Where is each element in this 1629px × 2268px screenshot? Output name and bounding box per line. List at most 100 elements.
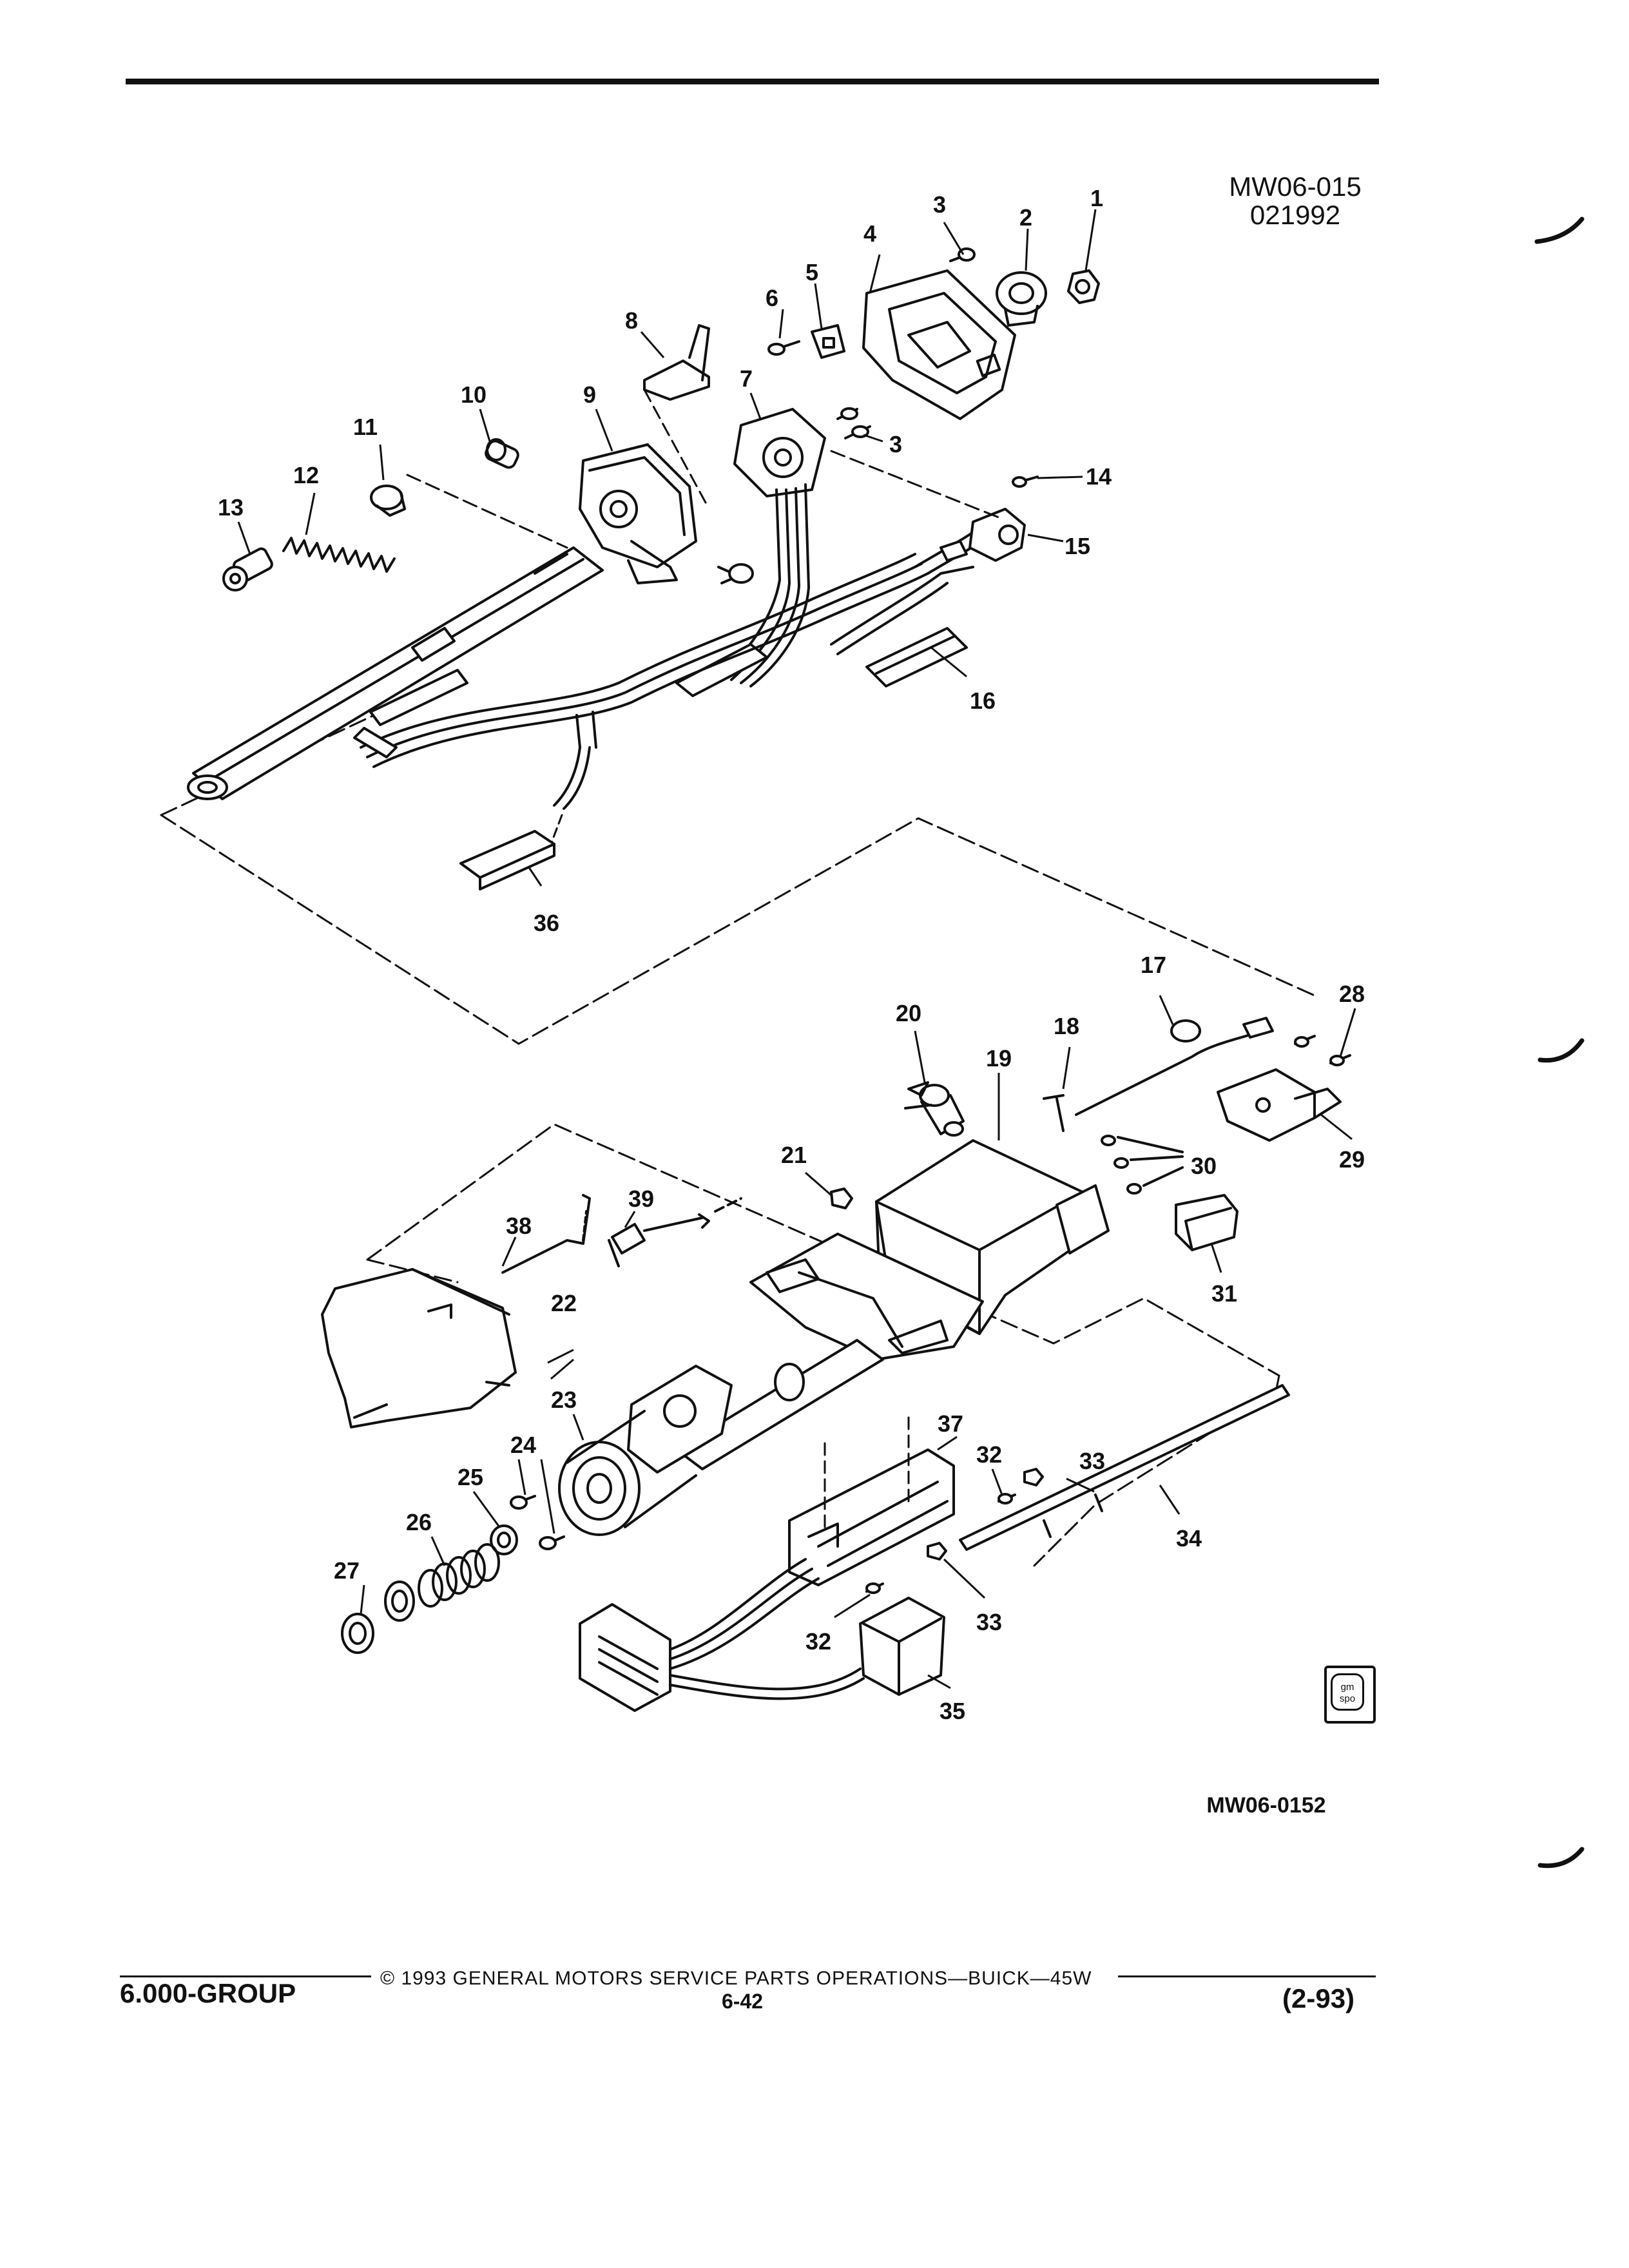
part-8-bracket xyxy=(643,324,710,504)
part-14-screw xyxy=(1012,476,1039,488)
part-25-washer xyxy=(490,1524,518,1555)
steering-shaft xyxy=(187,546,604,800)
part-35-module xyxy=(859,1597,945,1696)
figure-id-top-code: MW06-015 xyxy=(1229,171,1362,202)
part-6-screw xyxy=(767,340,800,356)
callout-5: 5 xyxy=(805,259,818,285)
callout-30: 30 xyxy=(1191,1153,1217,1179)
callout-25: 25 xyxy=(458,1464,483,1490)
callout-27: 27 xyxy=(334,1557,360,1584)
callout-16: 16 xyxy=(970,687,996,714)
lower-shaft xyxy=(675,1339,884,1470)
part-15-switch xyxy=(940,508,1026,562)
part-28-screws xyxy=(1294,1035,1351,1066)
leader-switch-axis xyxy=(830,450,1003,520)
part-16-connector xyxy=(865,627,968,687)
part-10-pin xyxy=(485,438,519,469)
callout-3-top: 3 xyxy=(933,191,946,218)
part-39-switch xyxy=(608,1197,742,1267)
part-11-bushing xyxy=(370,485,406,517)
callout-12: 12 xyxy=(293,462,319,488)
callout-38: 38 xyxy=(506,1213,532,1239)
callout-32-upper: 32 xyxy=(976,1441,1002,1468)
figure-id-bottom: MW06-0152 xyxy=(1206,1793,1326,1818)
upper-assembly-frame xyxy=(160,691,1316,1045)
callout-26: 26 xyxy=(406,1509,432,1535)
callout-28: 28 xyxy=(1339,981,1365,1007)
lower-wiring-harness xyxy=(579,1416,910,1712)
part-29-switch xyxy=(1217,1068,1342,1142)
callout-2: 2 xyxy=(1019,204,1032,231)
callout-leaders xyxy=(237,209,1356,1689)
callout-33-upper: 33 xyxy=(1079,1448,1105,1474)
part-34-plate xyxy=(959,1384,1290,1551)
callout-29: 29 xyxy=(1339,1146,1365,1173)
part-23-flange xyxy=(558,1365,733,1536)
part-18-pin xyxy=(1043,1094,1065,1132)
part-26-springs xyxy=(418,1543,500,1608)
part-13-pivot-bolt xyxy=(222,547,273,591)
part-9-housing xyxy=(579,443,754,584)
part-24-screws xyxy=(510,1495,565,1550)
part-38-rod xyxy=(501,1194,591,1274)
part-32-screws xyxy=(865,1493,1016,1594)
part-5-clip xyxy=(811,324,845,359)
footer-revision: (2-93) xyxy=(1282,1983,1355,2013)
callout-14: 14 xyxy=(1086,463,1112,490)
logo-text-bottom: spo xyxy=(1339,1693,1356,1704)
footer-rule-right xyxy=(1118,1975,1376,1977)
callout-3-lower: 3 xyxy=(889,431,902,457)
gm-spo-logo: gm spo xyxy=(1324,1666,1376,1724)
part-4-cover xyxy=(862,269,1016,420)
callout-11: 11 xyxy=(353,414,378,440)
part-36-module xyxy=(459,830,555,890)
callout-13: 13 xyxy=(218,494,244,521)
callout-1: 1 xyxy=(1090,185,1103,211)
footer-rule-left xyxy=(120,1975,371,1977)
callout-17: 17 xyxy=(1141,952,1166,978)
callout-9: 9 xyxy=(583,381,596,408)
callout-19: 19 xyxy=(986,1045,1012,1072)
footer-page-number: 6-42 xyxy=(722,1990,764,2013)
callout-32-lower: 32 xyxy=(805,1628,831,1655)
part-31-cap xyxy=(1175,1194,1239,1251)
callout-23: 23 xyxy=(551,1387,577,1413)
part-17-cable xyxy=(1075,1017,1274,1116)
part-20-lock-cylinder xyxy=(904,1081,965,1137)
leader-shaft-axis xyxy=(406,474,568,549)
footer-group: 6.000-GROUP xyxy=(120,1978,296,2008)
part-33-nuts xyxy=(927,1468,1044,1561)
part-2-retainer xyxy=(996,271,1047,327)
callout-8: 8 xyxy=(625,307,638,334)
callout-4: 4 xyxy=(863,220,876,247)
callout-7: 7 xyxy=(740,365,753,392)
part-21-nut xyxy=(830,1187,853,1209)
callout-31: 31 xyxy=(1211,1280,1237,1307)
callout-24-b: 24 xyxy=(510,1432,536,1458)
callout-6: 6 xyxy=(766,285,778,311)
lower-column-body xyxy=(749,1233,984,1361)
upper-wiring-harness xyxy=(353,514,1007,845)
part-12-spring xyxy=(282,537,396,573)
callout-18: 18 xyxy=(1054,1013,1079,1039)
part-1-nut xyxy=(1067,269,1100,304)
logo-text-top: gm xyxy=(1340,1682,1354,1693)
binder-marks xyxy=(1534,216,1585,1869)
figure-id-top: MW06-015 021992 xyxy=(1224,173,1366,229)
part-27-washers xyxy=(341,1581,415,1654)
part-30-screws xyxy=(1101,1135,1184,1195)
figure-id-top-date: 021992 xyxy=(1249,200,1341,230)
callout-35: 35 xyxy=(940,1698,965,1724)
callout-20: 20 xyxy=(896,1000,921,1026)
callout-15: 15 xyxy=(1065,533,1090,559)
callout-labels: 1 2 3 3 4 5 6 7 8 9 10 11 12 13 14 15 16… xyxy=(218,185,1365,1724)
part-22-bracket xyxy=(321,1268,517,1428)
callout-21: 21 xyxy=(781,1142,807,1168)
callout-34: 34 xyxy=(1176,1525,1202,1552)
callout-33-lower: 33 xyxy=(976,1609,1002,1635)
footer-copyright: © 1993 GENERAL MOTORS SERVICE PARTS OPER… xyxy=(380,1968,1092,1989)
top-rule xyxy=(126,79,1379,84)
callout-39: 39 xyxy=(628,1186,654,1212)
part-37-bracket xyxy=(788,1448,955,1586)
